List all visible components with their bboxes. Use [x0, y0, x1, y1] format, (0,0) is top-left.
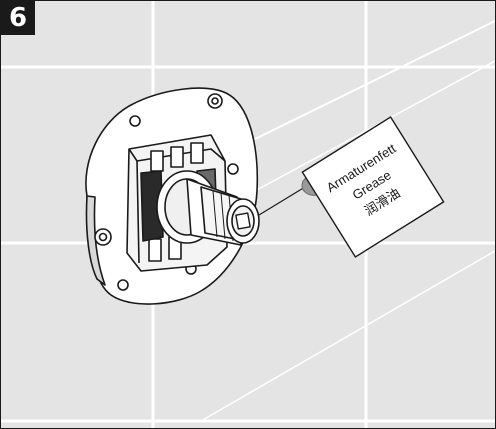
- grease-tag: Armaturenfett Grease 润滑油: [301, 116, 445, 258]
- cartridge-spindle: [156, 170, 260, 246]
- step-number-badge: 6: [1, 1, 35, 35]
